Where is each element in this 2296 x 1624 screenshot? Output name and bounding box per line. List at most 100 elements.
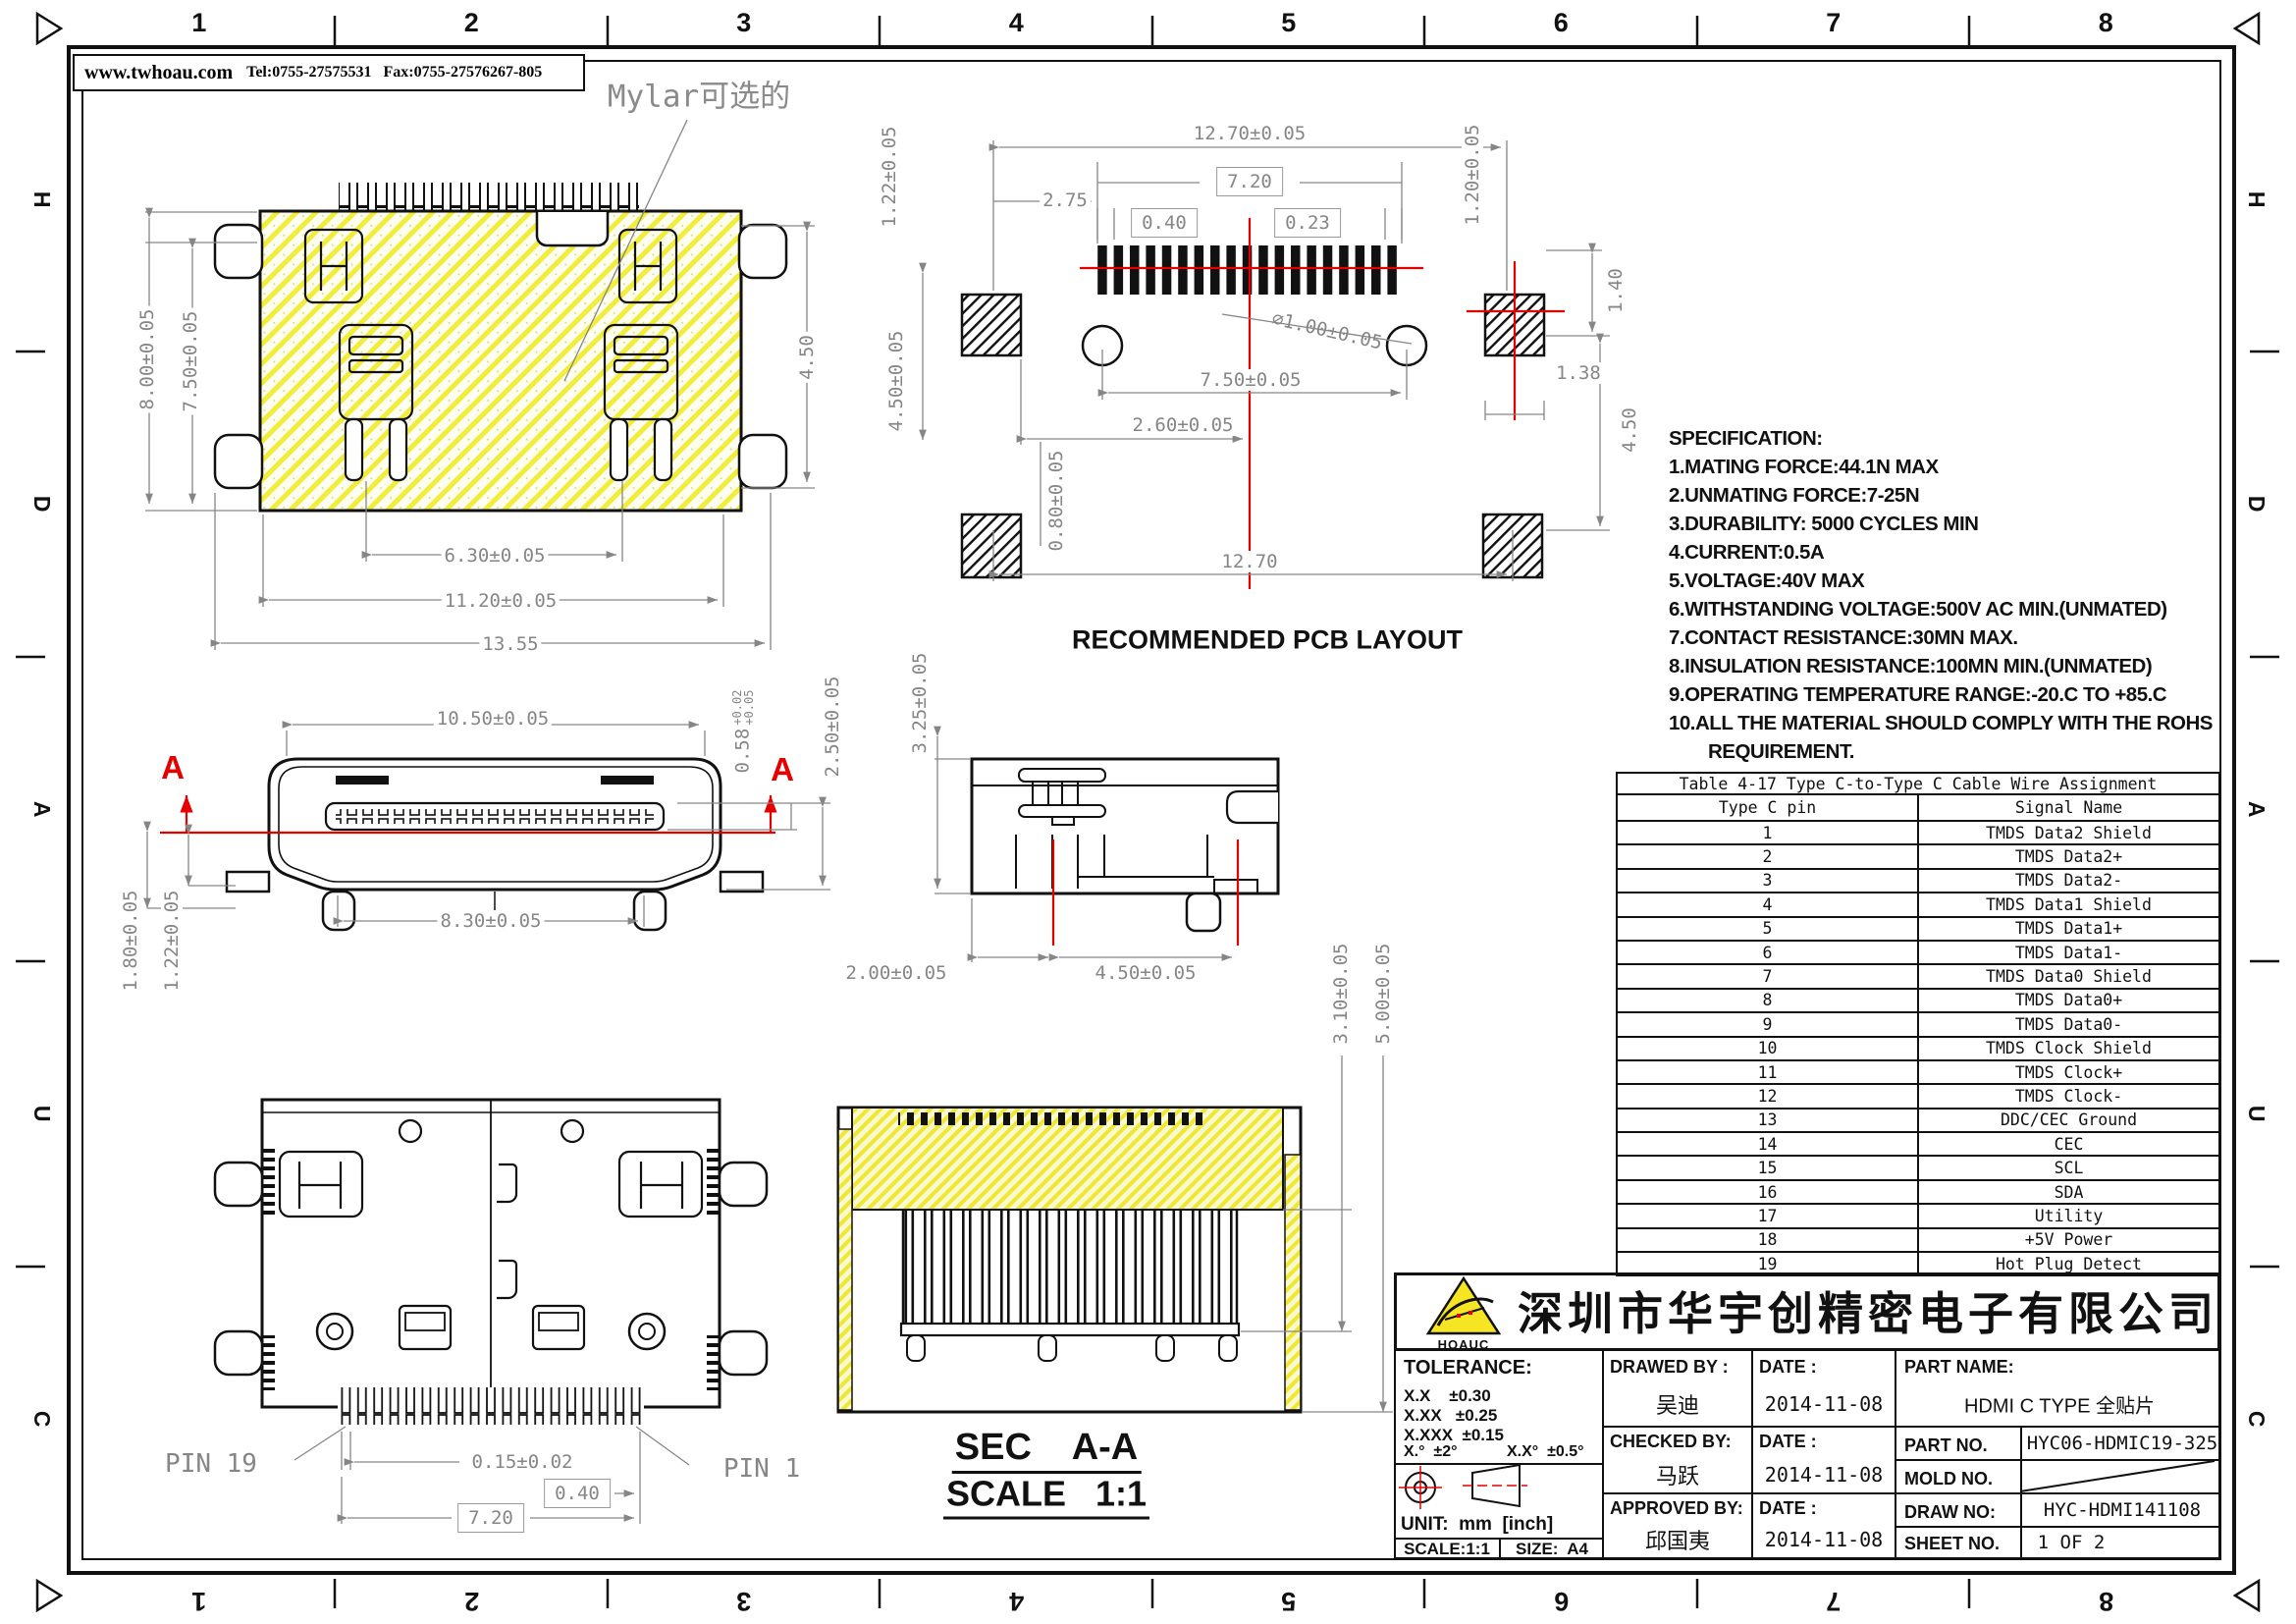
view-top bbox=[145, 119, 815, 650]
dim: 6.30±0.05 bbox=[441, 545, 549, 567]
draw-no-value: HYC-HDMI141108 bbox=[2043, 1499, 2202, 1521]
date-label: DATE : bbox=[1759, 1498, 1817, 1518]
cell-pin: 10 bbox=[1616, 1035, 1919, 1061]
tel-text: Tel:0755-27575531 bbox=[246, 64, 372, 81]
cell-signal: TMDS Data0 Shield bbox=[1917, 963, 2220, 990]
table-title: Table 4-17 Type C-to-Type C Cable Wire A… bbox=[1616, 772, 2220, 795]
cell-signal: SCL bbox=[1917, 1155, 2220, 1181]
zone-number: 2 bbox=[463, 1587, 479, 1616]
date-label: DATE : bbox=[1759, 1357, 1817, 1377]
tolerance-row: X.XXX ±0.15 bbox=[1404, 1426, 1504, 1444]
mold-no-value-cell bbox=[2020, 1459, 2220, 1494]
part-no-label: PART NO. bbox=[1904, 1435, 1988, 1455]
cell-pin: 9 bbox=[1616, 1011, 1919, 1038]
zone-number: 4 bbox=[1008, 8, 1024, 37]
part-no-value: HYC06-HDMIC19-325 bbox=[2026, 1433, 2218, 1454]
dim: 3.25±0.05 bbox=[909, 649, 931, 757]
zone-number: 5 bbox=[1281, 8, 1297, 37]
dim: 3.10±0.05 bbox=[1330, 940, 1352, 1048]
dim: 10.50±0.05 bbox=[433, 708, 553, 730]
table-row: 12 TMDS Clock- bbox=[1616, 1083, 2220, 1110]
tolerance-row: X.X ±0.30 bbox=[1404, 1386, 1491, 1405]
part-name-label: PART NAME: bbox=[1904, 1357, 2014, 1377]
dim: 2.60±0.05 bbox=[1129, 414, 1237, 436]
dim: 2.00±0.05 bbox=[842, 962, 950, 984]
col-header-signal: Signal Name bbox=[1917, 793, 2220, 822]
tolerance-angle: X.° ±2° bbox=[1404, 1443, 1458, 1460]
cell-signal: Hot Plug Detect bbox=[1917, 1251, 2220, 1277]
logo-swoosh-icon bbox=[1436, 1297, 1494, 1326]
title-block-graphics bbox=[1399, 1275, 2216, 1509]
zone-number: 6 bbox=[1553, 8, 1569, 37]
cell-pin: 12 bbox=[1616, 1083, 1919, 1110]
spec-title: SPECIFICATION: bbox=[1669, 427, 1823, 450]
zone-letter: A bbox=[29, 800, 56, 818]
projection-symbol-icon bbox=[1399, 1463, 1527, 1509]
cell-pin: 2 bbox=[1616, 843, 1919, 870]
table-row: 7 TMDS Data0 Shield bbox=[1616, 963, 2220, 990]
dim: 7.50±0.05 bbox=[180, 307, 201, 415]
table-row: 10 TMDS Clock Shield bbox=[1616, 1035, 2220, 1061]
dim: 1.20±0.05 bbox=[1462, 121, 1483, 229]
drawed-by-name: 吴迪 bbox=[1655, 1393, 1700, 1418]
cell-signal: TMDS Data1+ bbox=[1917, 915, 2220, 942]
cell-pin: 13 bbox=[1616, 1107, 1919, 1134]
dim: 1.80±0.05 bbox=[120, 887, 141, 995]
cell-signal: TMDS Clock Shield bbox=[1917, 1035, 2220, 1061]
dim: 1.40 bbox=[1605, 265, 1627, 316]
part-name-value: HDMI C TYPE 全贴片 bbox=[1963, 1395, 2156, 1418]
table-row: 13 DDC/CEC Ground bbox=[1616, 1107, 2220, 1134]
zone-letter: H bbox=[29, 190, 56, 208]
pcb-centerlines bbox=[1080, 218, 1565, 589]
tolerance-angle: X.X° ±0.5° bbox=[1507, 1443, 1584, 1460]
draw-no-label: DRAW NO: bbox=[1904, 1502, 1996, 1522]
cell-pin: 7 bbox=[1616, 963, 1919, 990]
sheet-no-value-cell bbox=[2020, 1526, 2220, 1559]
website-text: www.twhoau.com bbox=[84, 61, 234, 83]
tol-lower: +0.05 bbox=[742, 689, 756, 726]
size-label: SIZE: A4 bbox=[1516, 1540, 1588, 1558]
cell-signal: TMDS Data0+ bbox=[1917, 987, 2220, 1014]
dim: 12.70±0.05 bbox=[1190, 123, 1309, 144]
table-row: 1 TMDS Data2 Shield bbox=[1616, 819, 2220, 846]
corner-mark-icon bbox=[35, 11, 2261, 1613]
spec-item: 9.OPERATING TEMPERATURE RANGE:-20.C TO +… bbox=[1669, 683, 2167, 706]
dim: 2.50±0.05 bbox=[822, 673, 843, 781]
mylar-note: Mylar可选的 bbox=[607, 79, 791, 115]
section-marker-a-left: A bbox=[161, 749, 185, 785]
cell-pin: 18 bbox=[1616, 1226, 1919, 1254]
dim: 8.30±0.05 bbox=[437, 910, 545, 932]
pin19-label: PIN 19 bbox=[162, 1449, 260, 1479]
cell-signal: TMDS Data0- bbox=[1917, 1011, 2220, 1038]
cell-signal: TMDS Data2 Shield bbox=[1917, 819, 2220, 846]
spec-item: 10.ALL THE MATERIAL SHOULD COMPLY WITH T… bbox=[1669, 712, 2213, 734]
cell-signal: TMDS Data2- bbox=[1917, 867, 2220, 894]
table-row: 17 Utility bbox=[1616, 1203, 2220, 1229]
spec-item: 4.CURRENT:0.5A bbox=[1669, 541, 1825, 564]
spec-item: 7.CONTACT RESISTANCE:30MN MAX. bbox=[1669, 626, 2018, 649]
zone-letter: D bbox=[29, 496, 56, 513]
table-row: 4 TMDS Data1 Shield bbox=[1616, 892, 2220, 918]
zone-number: 3 bbox=[736, 8, 752, 37]
dim: 12.70 bbox=[1218, 551, 1281, 572]
dim: 4.50±0.05 bbox=[885, 327, 907, 435]
cell-signal: TMDS Data1- bbox=[1917, 939, 2220, 966]
table-row: 9 TMDS Data0- bbox=[1616, 1011, 2220, 1038]
col-header-pin: Type C pin bbox=[1616, 793, 1919, 822]
approved-by-name: 邱国夷 bbox=[1644, 1529, 1711, 1553]
dim: 5.00±0.05 bbox=[1372, 940, 1394, 1048]
dim: 0.23 bbox=[1274, 208, 1341, 238]
sheet-no-label: SHEET NO. bbox=[1904, 1534, 2001, 1553]
zone-number: 1 bbox=[191, 1587, 207, 1616]
table-row: 14 CEC bbox=[1616, 1131, 2220, 1158]
table-row: 16 SDA bbox=[1616, 1178, 2220, 1206]
spec-item: 1.MATING FORCE:44.1N MAX bbox=[1669, 456, 1939, 478]
cell-pin: 1 bbox=[1616, 819, 1919, 846]
approved-by-label: APPROVED BY: bbox=[1610, 1498, 1743, 1518]
